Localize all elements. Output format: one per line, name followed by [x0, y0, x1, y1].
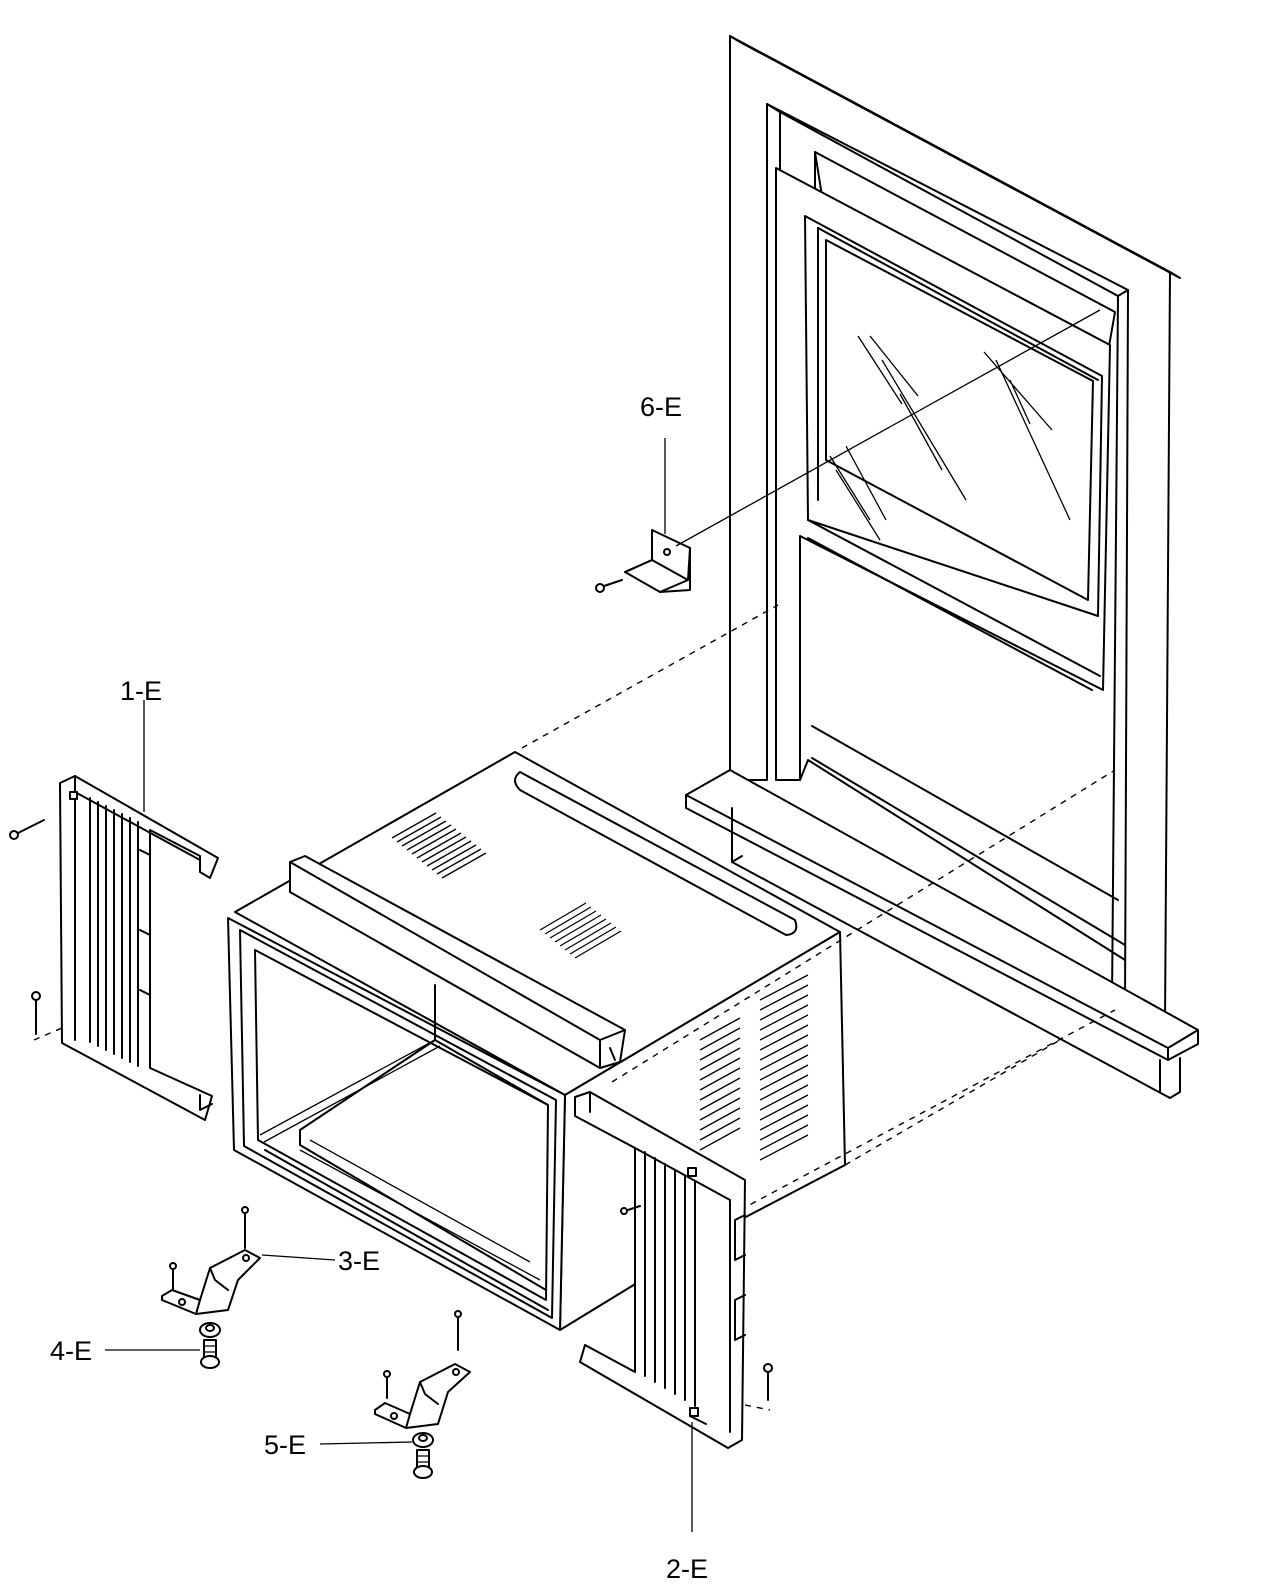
part-label-5e: 5-E	[264, 1430, 306, 1460]
cabinet-sleeve	[227, 751, 846, 1331]
support-bracket-lower	[374, 1310, 471, 1429]
bolt-and-washer-5	[412, 1432, 434, 1479]
screw-icon	[31, 991, 41, 1035]
leader-lines	[105, 438, 693, 1532]
window-lock-bracket	[624, 309, 1101, 593]
part-label-1e: 1-E	[120, 676, 162, 706]
alignment-dashed-lines	[33, 604, 1116, 1411]
part-label-4e: 4-E	[50, 1336, 92, 1366]
screw-icon	[763, 1363, 773, 1401]
bolt-and-washer-4	[199, 1322, 221, 1369]
window-frame	[685, 35, 1199, 1099]
part-label-3e: 3-E	[338, 1246, 380, 1276]
screw-icon	[595, 579, 623, 593]
part-label-6e: 6-E	[640, 392, 682, 422]
screw-icon	[9, 819, 45, 840]
part-label-2e: 2-E	[666, 1554, 708, 1584]
support-bracket-upper	[161, 1206, 261, 1315]
right-curtain-panel	[574, 1091, 746, 1449]
screw-icon	[620, 1205, 641, 1215]
left-curtain-panel	[59, 775, 219, 1121]
